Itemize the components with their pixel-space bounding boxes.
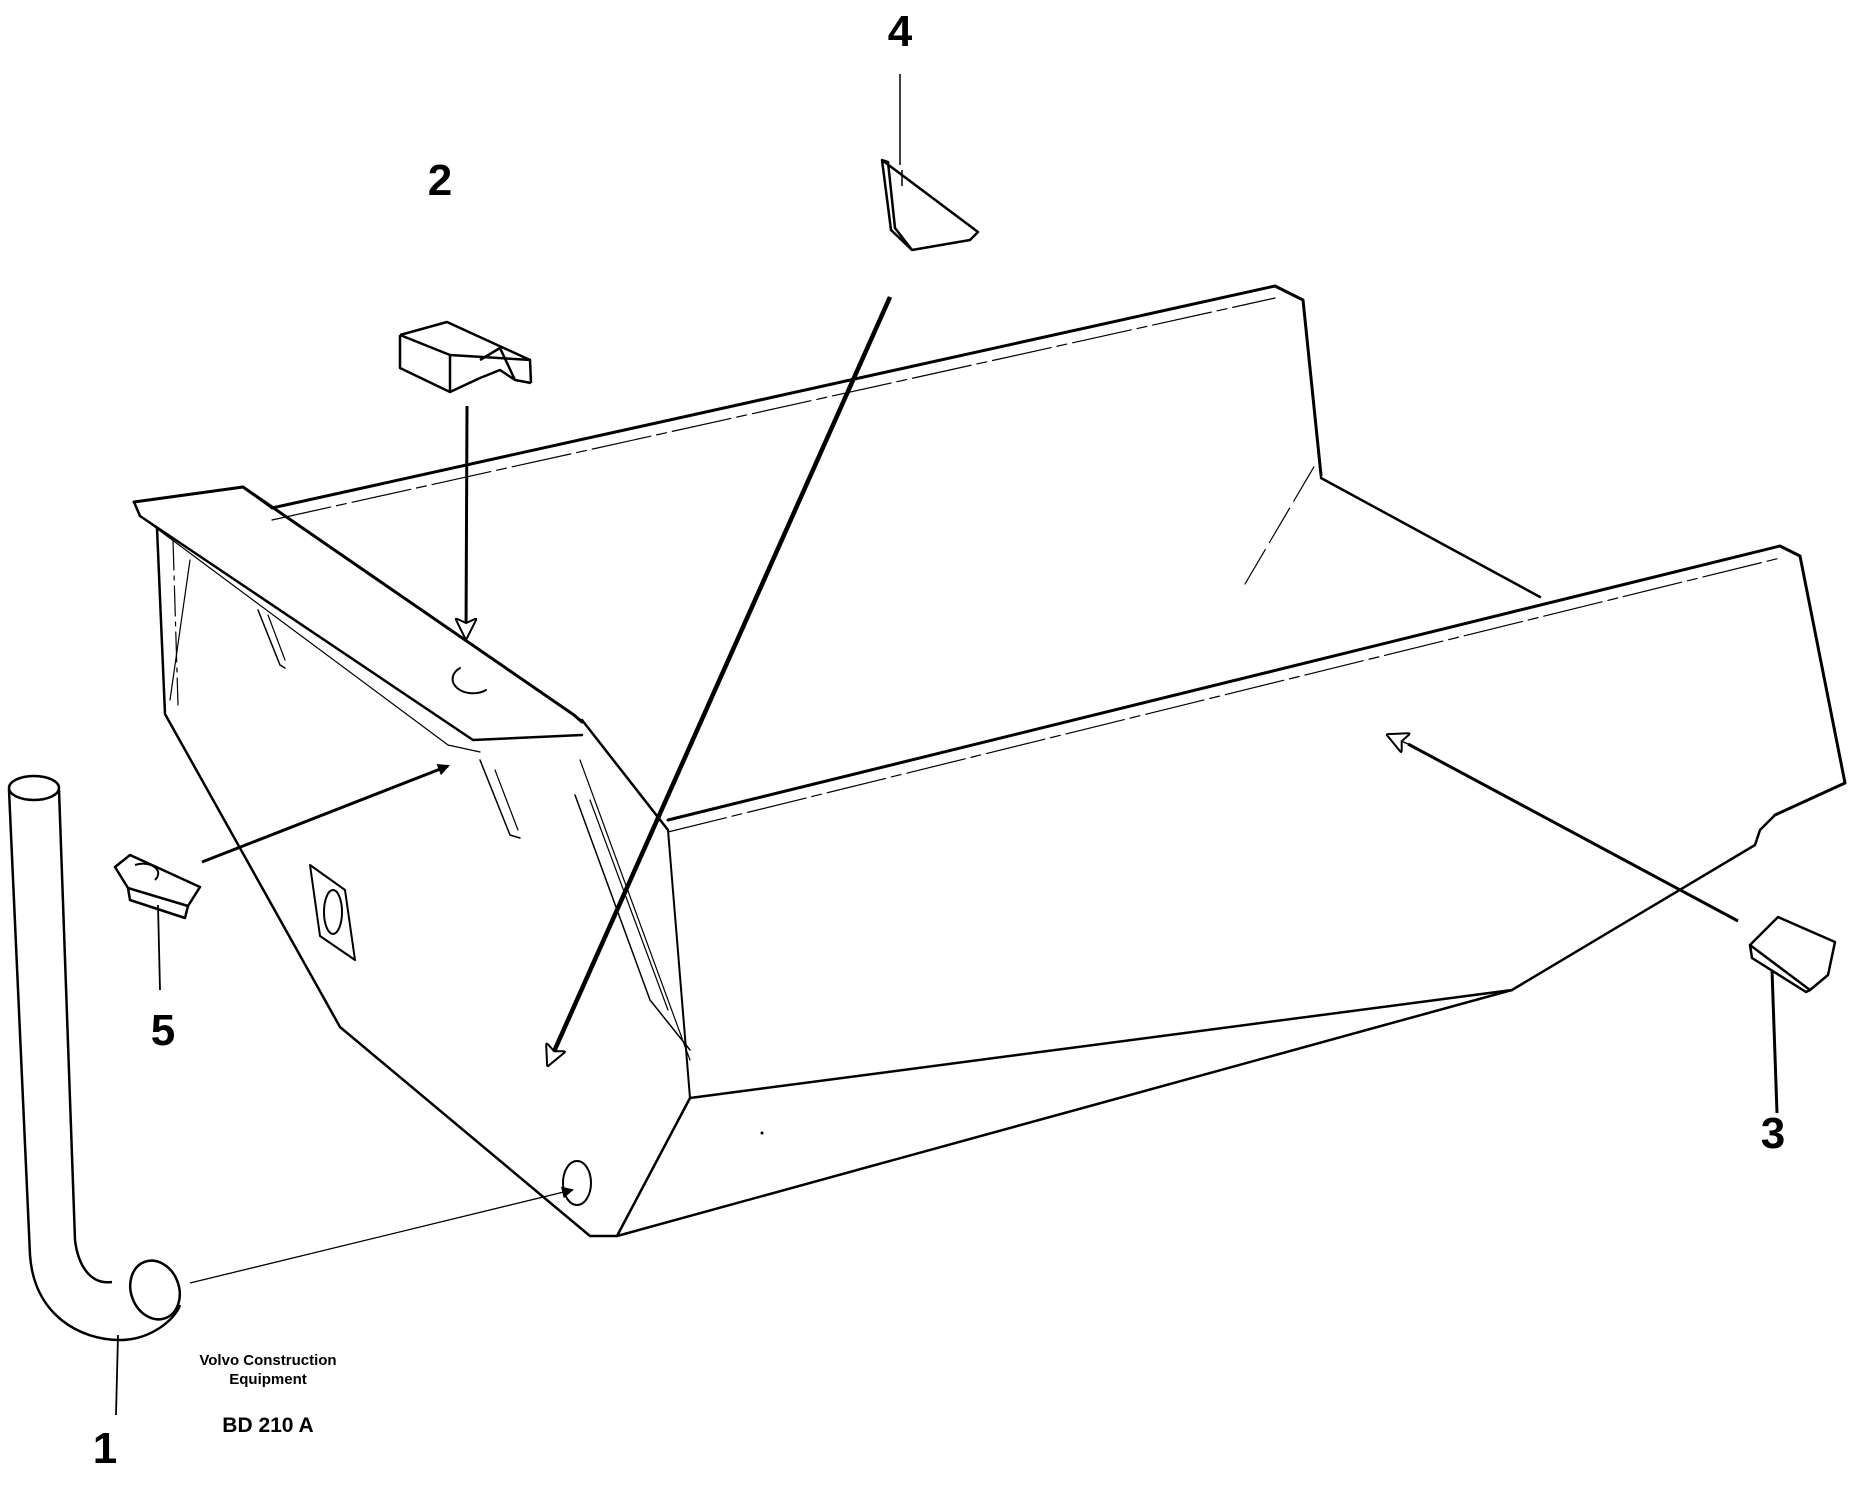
callout-1-leader (115, 1334, 119, 1416)
part-2-bracket (398, 320, 533, 638)
callout-4: 4 (888, 7, 913, 56)
dump-body (132, 284, 1847, 1238)
callout-1: 1 (93, 1424, 117, 1473)
callout-5: 5 (151, 1006, 175, 1055)
callout-2: 2 (428, 156, 452, 205)
callout-3: 3 (1761, 1109, 1785, 1158)
drawing-code: BD 210 A (222, 1414, 313, 1437)
part-1-tube (7, 774, 574, 1342)
company-name-line-1: Volvo Construction (199, 1352, 336, 1369)
part-5-shim (113, 764, 450, 991)
part-3-pad (1388, 735, 1837, 1114)
company-name-line-2: Equipment (229, 1371, 307, 1388)
part-4-gusset (548, 74, 980, 1065)
